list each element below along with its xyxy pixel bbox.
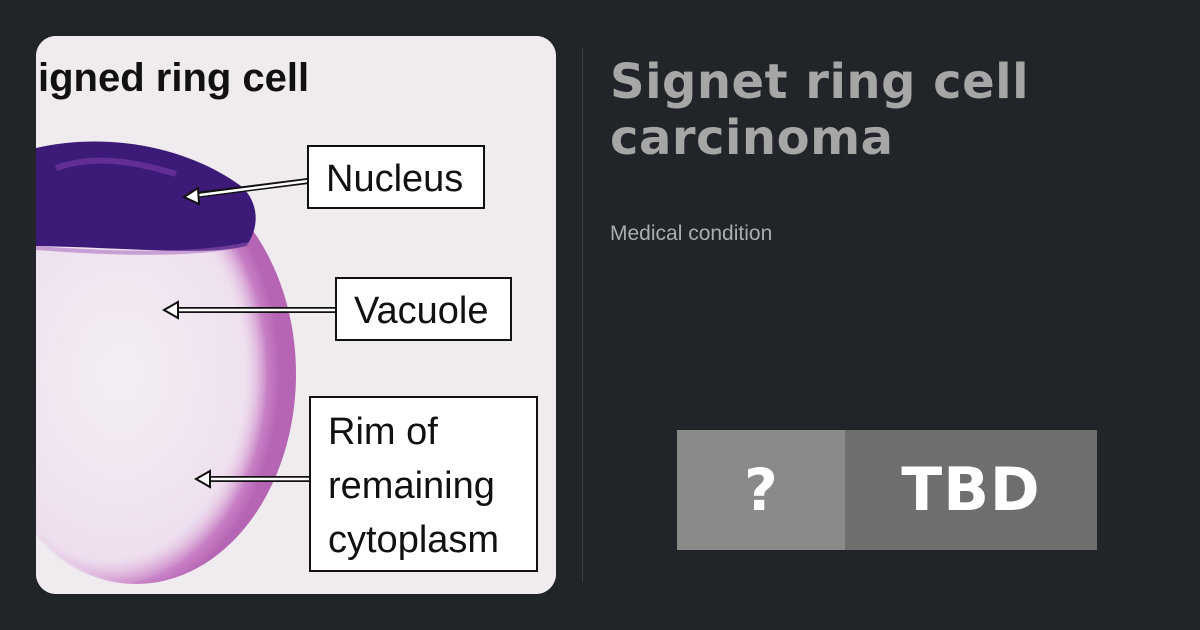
vertical-divider: [582, 48, 583, 582]
condition-subtitle: Medical condition: [610, 222, 773, 245]
label-rim-line3: cytoplasm: [328, 519, 499, 561]
label-vacuole: Vacuole: [354, 290, 489, 332]
label-rim-line2: remaining: [328, 465, 495, 507]
status-text: TBD: [845, 430, 1097, 550]
question-mark-icon: ?: [677, 430, 845, 550]
nucleus-shape: [36, 141, 256, 251]
label-nucleus: Nucleus: [326, 158, 463, 200]
signet-ring-cell-image: igned ring cell Nucleus Vacuole Rim of r…: [36, 36, 556, 594]
cell-illustration: igned ring cell Nucleus Vacuole Rim of r…: [36, 36, 556, 594]
condition-title: Signet ring cell carcinoma: [610, 54, 1030, 166]
image-heading: igned ring cell: [38, 56, 309, 100]
label-rim-line1: Rim of: [328, 411, 438, 453]
status-badge: ? TBD: [677, 430, 1097, 550]
